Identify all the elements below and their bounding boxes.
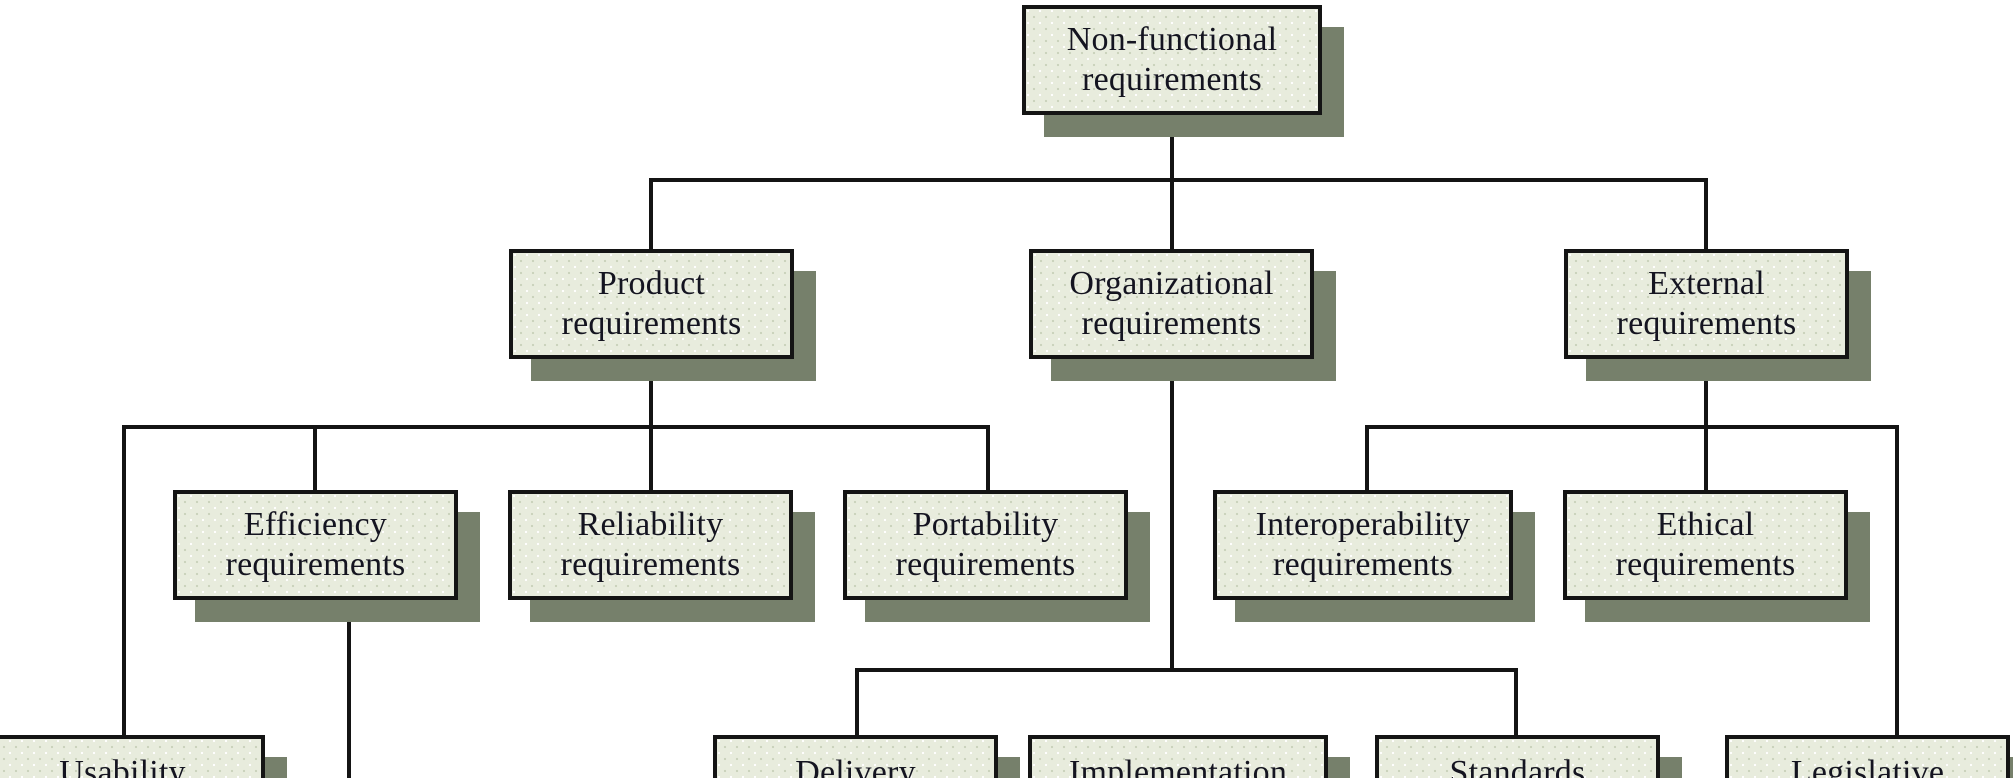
connector-product-stem	[649, 356, 653, 428]
node-label-line: External	[1648, 264, 1765, 302]
connector-root-stem	[1170, 112, 1174, 252]
node-label-line: Standards	[1449, 754, 1586, 778]
connector-drop-interoperability	[1365, 425, 1369, 493]
node-label-line: Ethical	[1656, 505, 1755, 543]
node-label-line: Portability	[912, 505, 1059, 543]
node-label-line: requirements	[1615, 546, 1796, 583]
node-interoperability-requirements[interactable]: Interoperability requirements	[1213, 490, 1513, 600]
connector-external-stem	[1704, 356, 1708, 493]
node-label-line: Legislative	[1790, 754, 1945, 778]
connector-bus-product	[122, 425, 990, 429]
node-label-line: Interoperability	[1255, 505, 1471, 543]
node-label-line: requirements	[1081, 305, 1262, 342]
node-organizational-requirements[interactable]: Organizational requirements	[1029, 249, 1314, 359]
node-implementation[interactable]: Implementation	[1028, 735, 1328, 778]
node-external-requirements[interactable]: External requirements	[1564, 249, 1849, 359]
node-standards[interactable]: Standards	[1375, 735, 1660, 778]
node-label-line: Efficiency	[244, 505, 387, 543]
connector-drop-legislative	[1895, 425, 1899, 740]
node-usability[interactable]: Usability	[0, 735, 265, 778]
connector-drop-efficiency	[313, 425, 317, 493]
node-label-line: requirements	[1616, 305, 1797, 342]
node-label-line: requirements	[225, 546, 406, 583]
connector-efficiency-stem	[347, 597, 351, 778]
node-reliability-requirements[interactable]: Reliability requirements	[508, 490, 793, 600]
connector-bus-external	[1365, 425, 1899, 429]
connector-bus-level1	[649, 178, 1708, 182]
node-label-line: requirements	[1082, 61, 1262, 98]
node-label-line: requirements	[560, 546, 741, 583]
connector-drop-external	[1704, 178, 1708, 253]
connector-drop-standards	[1514, 668, 1518, 738]
node-label-line: Product	[597, 264, 706, 302]
node-delivery[interactable]: Delivery	[713, 735, 998, 778]
node-label-line: Non-functional	[1066, 20, 1278, 58]
connector-drop-delivery	[855, 668, 859, 738]
node-label-line: Organizational	[1069, 264, 1274, 302]
node-label-line: requirements	[1273, 546, 1453, 583]
node-ethical-requirements[interactable]: Ethical requirements	[1563, 490, 1848, 600]
node-label-line: requirements	[895, 546, 1076, 583]
node-non-functional-requirements[interactable]: Non-functional requirements	[1022, 5, 1322, 115]
node-label-line: Usability	[59, 754, 186, 778]
node-label-line: Delivery	[795, 754, 916, 778]
node-label-line: Reliability	[577, 505, 724, 543]
connector-organizational-stem	[1170, 356, 1174, 672]
connector-drop-portability	[986, 425, 990, 493]
connector-drop-reliability	[649, 425, 653, 493]
connector-bus-organizational	[855, 668, 1518, 672]
node-label-line: Implementation	[1068, 754, 1288, 778]
connector-drop-usability	[122, 425, 126, 740]
connector-drop-product	[649, 178, 653, 253]
node-portability-requirements[interactable]: Portability requirements	[843, 490, 1128, 600]
node-efficiency-requirements[interactable]: Efficiency requirements	[173, 490, 458, 600]
node-legislative[interactable]: Legislative	[1725, 735, 2010, 778]
node-label-line: requirements	[561, 305, 742, 342]
node-product-requirements[interactable]: Product requirements	[509, 249, 794, 359]
